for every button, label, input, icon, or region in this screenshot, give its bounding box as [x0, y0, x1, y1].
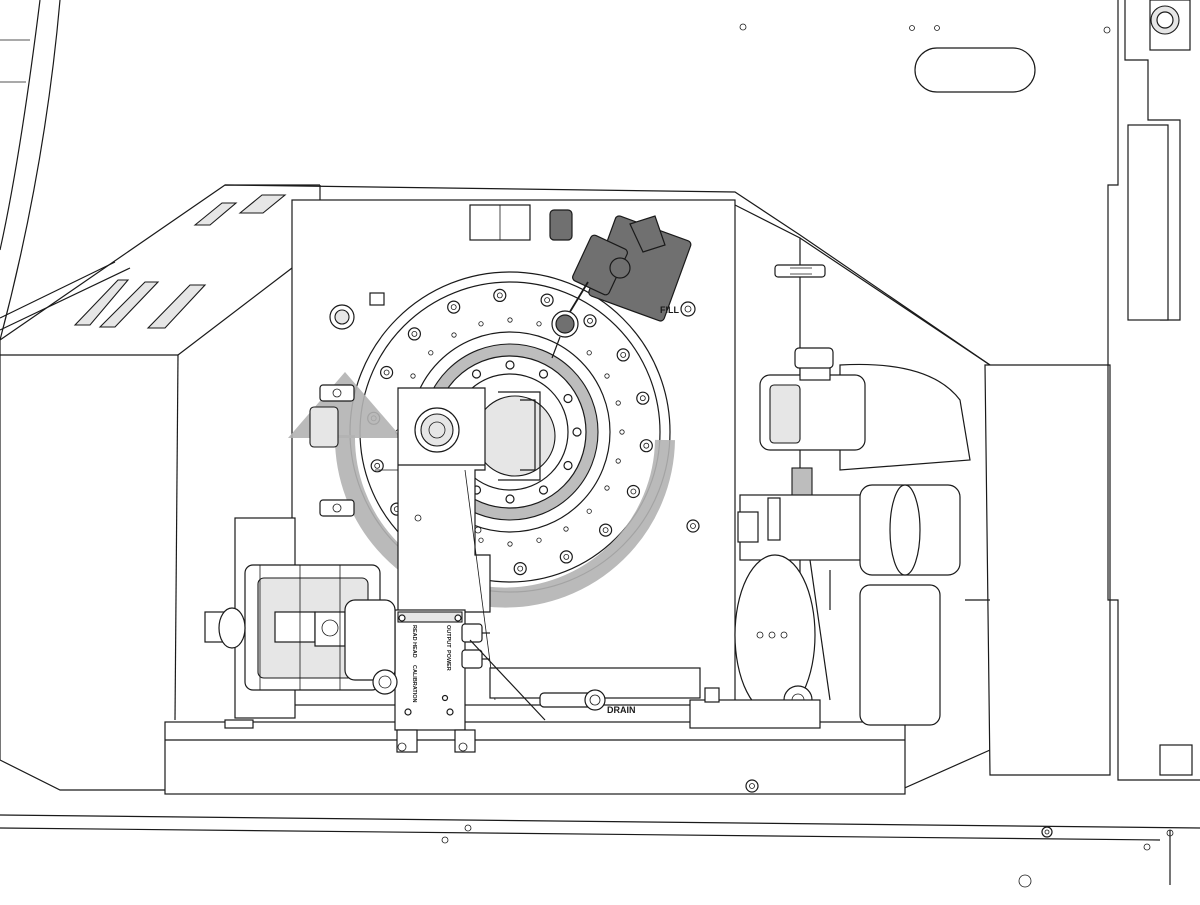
flange-bolt: [639, 439, 653, 453]
flange-hole: [536, 537, 542, 543]
read-head-bracket: [375, 387, 496, 701]
flange-hole: [478, 321, 484, 327]
flange-bolt-center: [587, 317, 593, 324]
flange-bolt-center: [411, 330, 418, 337]
flange-bolt-center: [544, 297, 550, 304]
flange-bolt: [380, 365, 394, 380]
flange-bolt: [407, 327, 421, 341]
flange-bolt: [559, 550, 573, 564]
flange-bolt: [583, 314, 597, 328]
drain-fitting: DRAIN: [469, 639, 701, 721]
flange-bolt: [636, 391, 650, 405]
output-label: OUTPUT: [445, 625, 451, 648]
flange-bolt-center: [450, 304, 457, 311]
motor-assembly: [204, 517, 398, 729]
right-edge-assembly: [1018, 0, 1200, 888]
calibration-label: CALIBRATION: [411, 665, 417, 703]
flange-hole: [507, 317, 513, 323]
power-label: POWER: [445, 650, 451, 671]
hub-bolt: [563, 393, 573, 404]
read-head-label: READ HEAD: [411, 625, 417, 658]
flange-hole: [604, 373, 610, 379]
hub-bolt: [572, 427, 582, 437]
flange-hole: [604, 485, 610, 491]
right-components: [689, 264, 971, 729]
flange-hole: [615, 458, 621, 464]
flange-bolt: [540, 293, 554, 307]
flange-bolt-center: [620, 351, 627, 358]
hub-bolt: [563, 460, 573, 471]
flange-bolt-center: [517, 565, 524, 572]
electronics-module: READ HEAD CALIBRATION OUTPUT POWER: [394, 609, 490, 753]
hub-bolt: [505, 494, 515, 504]
flange-hole: [563, 526, 569, 532]
flange-bolt-center: [639, 395, 646, 402]
top-oval-cutout: [914, 47, 1036, 93]
flange-hole: [619, 429, 625, 435]
vent-slots: [0, 194, 287, 331]
flange-bolt: [598, 523, 613, 537]
flange-bolt-center: [602, 527, 609, 533]
dial-indicator-icon: FILL: [549, 209, 696, 359]
flange-hole: [507, 541, 513, 547]
drain-label: DRAIN: [607, 705, 636, 715]
flange-bolt-center: [496, 292, 503, 299]
flange-bolt: [370, 459, 384, 473]
fill-label: FILL: [660, 305, 679, 315]
flange-bolt: [626, 484, 641, 499]
flange-hole: [615, 400, 621, 406]
flange-bolt-center: [630, 488, 637, 495]
flange-hole: [536, 321, 542, 327]
flange-hole: [410, 373, 416, 379]
flange-bolt: [513, 561, 527, 576]
flange-bolt-center: [643, 442, 650, 449]
hub-bolt: [471, 369, 482, 379]
base-plate: [164, 721, 906, 795]
hub-bolt: [538, 369, 549, 379]
flange-bolt-center: [563, 554, 570, 560]
flange-bolt: [447, 300, 461, 314]
flange-bolt: [493, 288, 507, 302]
flange-bolt: [616, 348, 630, 362]
hub-bolt: [505, 360, 515, 370]
flange-hole: [451, 332, 457, 338]
flange-hole: [586, 508, 592, 514]
hub-bolt: [538, 485, 549, 495]
flange-hole: [428, 350, 434, 356]
flange-hole: [478, 537, 484, 543]
flange-bolt-center: [383, 369, 390, 376]
base-rails: [0, 721, 1200, 844]
left-drum: [0, 0, 61, 341]
flange-bolt-center: [374, 462, 381, 469]
plate-fittings: [309, 204, 700, 533]
flange-hole: [586, 350, 592, 356]
